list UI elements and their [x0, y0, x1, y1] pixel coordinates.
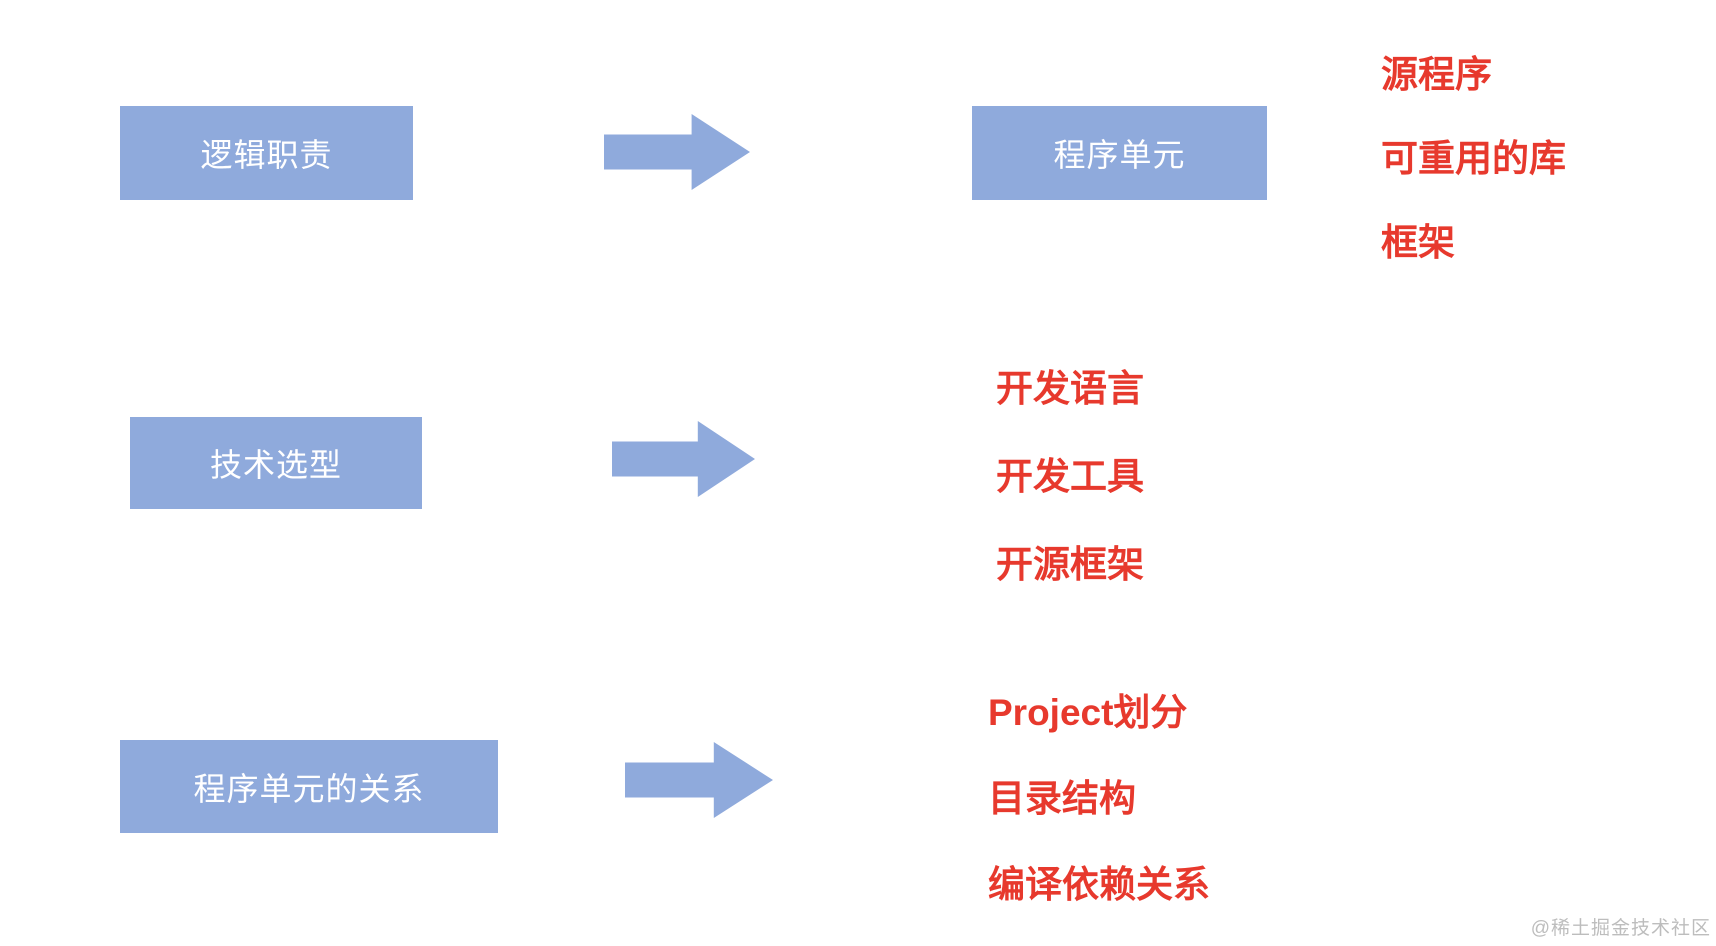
watermark-juejin-community: @稀土掘金技术社区 — [1530, 918, 1711, 939]
red-item-source-program: 源程序 — [1381, 54, 1492, 95]
box-technology-selection: 技术选型 — [130, 417, 422, 509]
red-list-row1: 源程序 可重用的库 框架 — [1381, 56, 1566, 261]
arrow-right-icon — [625, 742, 773, 818]
box-logical-responsibility: 逻辑职责 — [120, 106, 413, 200]
red-item-compile-dependency: 编译依赖关系 — [988, 864, 1210, 905]
box-program-unit-relations: 程序单元的关系 — [120, 740, 498, 833]
red-item-project-division: Project划分 — [988, 692, 1188, 733]
red-item-dev-language: 开发语言 — [996, 368, 1144, 409]
red-item-reusable-library: 可重用的库 — [1381, 138, 1566, 179]
red-list-row3: Project划分 目录结构 编译依赖关系 — [988, 694, 1210, 903]
red-item-framework: 框架 — [1381, 222, 1455, 263]
red-item-dev-tools: 开发工具 — [996, 456, 1144, 497]
red-list-row2: 开发语言 开发工具 开源框架 — [996, 370, 1144, 583]
arrow-right-icon — [604, 114, 750, 190]
arrow-right-icon — [612, 421, 755, 497]
box-program-unit: 程序单元 — [972, 106, 1267, 200]
red-item-directory-structure: 目录结构 — [988, 778, 1136, 819]
red-item-open-source-framework: 开源框架 — [996, 544, 1144, 585]
